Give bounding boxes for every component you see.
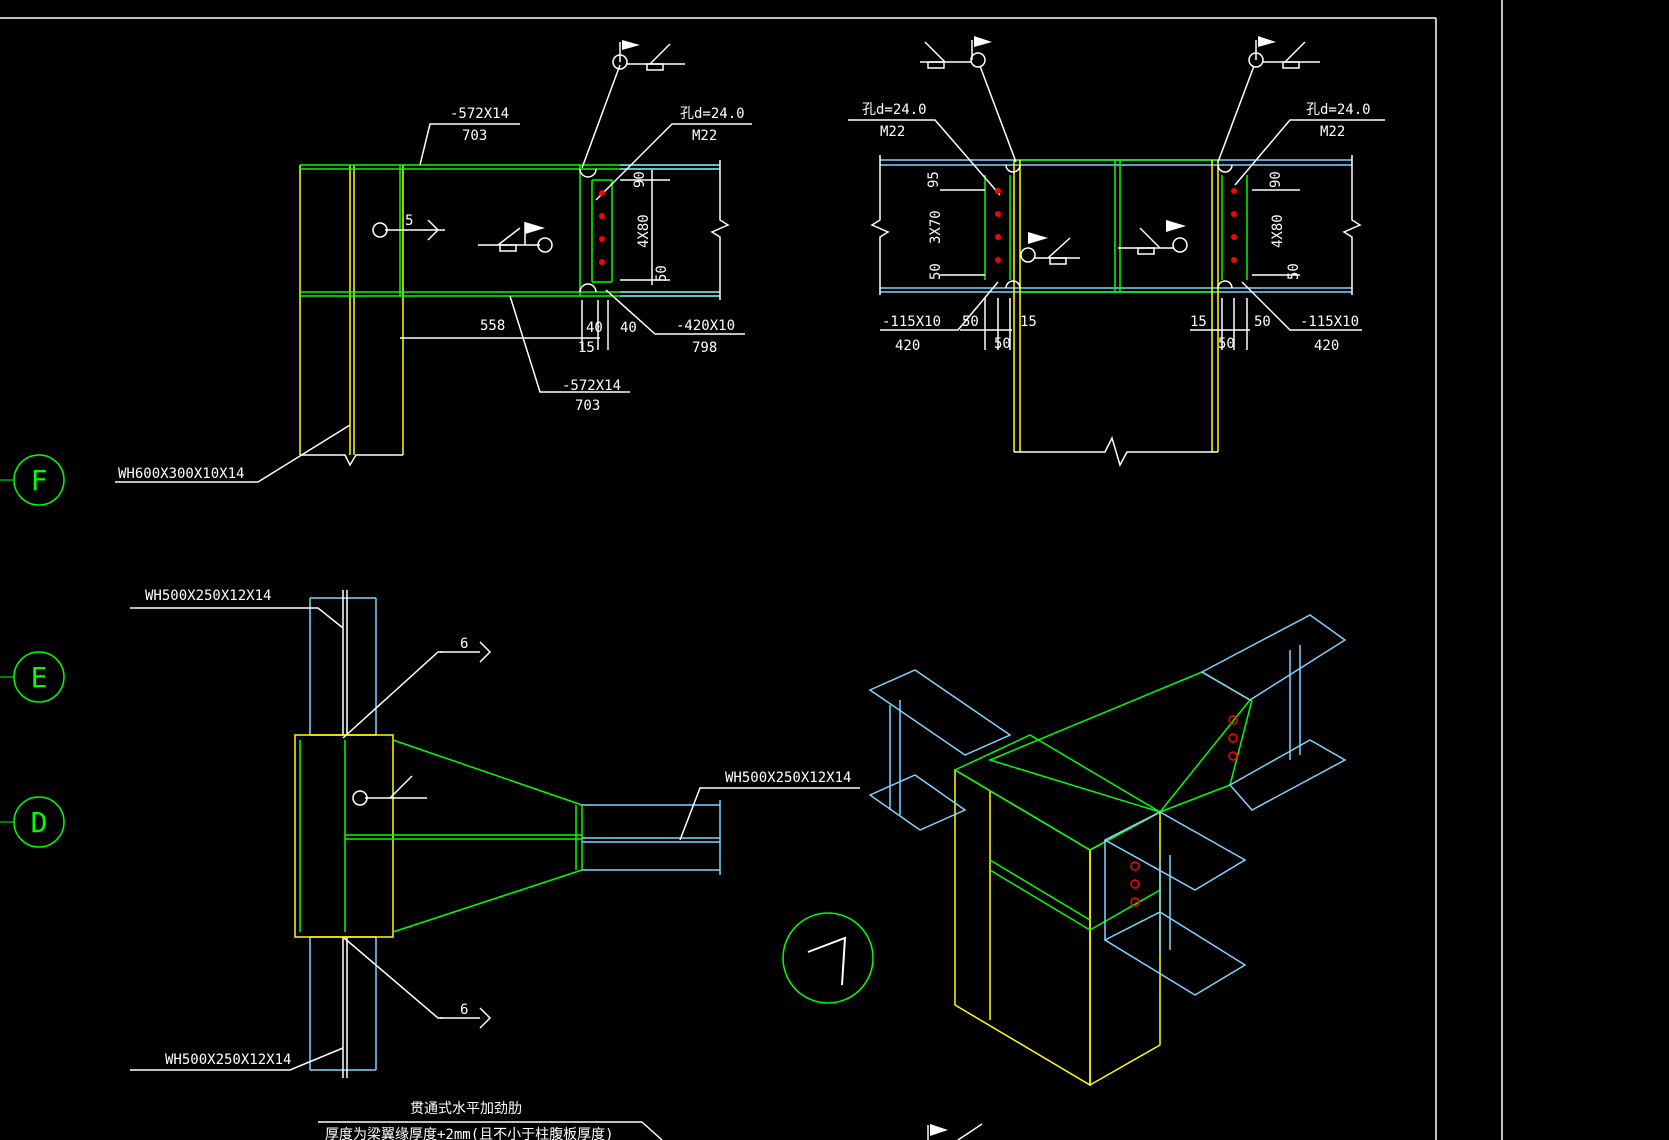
view1-bolts (599, 190, 605, 265)
view2-elevation (848, 36, 1385, 467)
bottom-weld-flag (927, 1123, 983, 1140)
axis-bubble-f: F (0, 454, 65, 506)
view4-bolts (1130, 715, 1238, 907)
svg-text:15: 15 (578, 340, 595, 356)
svg-text:WH500X250X12X14: WH500X250X12X14 (145, 588, 271, 604)
svg-text:WH500X250X12X14: WH500X250X12X14 (725, 770, 851, 786)
svg-text:D: D (31, 806, 48, 839)
svg-text:4X80: 4X80 (1270, 214, 1286, 248)
view2-bolts (995, 188, 1237, 263)
svg-text:7: 7 (0, 0, 1, 1)
svg-text:孔d=24.0: 孔d=24.0 (1306, 102, 1371, 118)
svg-text:3X70: 3X70 (928, 210, 944, 244)
svg-text:798: 798 (692, 340, 717, 356)
svg-text:-572X14: -572X14 (450, 106, 509, 122)
svg-text:6: 6 (460, 636, 468, 652)
view3-labels: WH500X250X12X14 WH500X250X12X14 WH500X25… (145, 588, 851, 1068)
axis-bubble-e: E (0, 651, 65, 703)
svg-text:E: E (31, 661, 48, 694)
svg-text:703: 703 (575, 398, 600, 414)
svg-text:50: 50 (654, 265, 670, 282)
svg-text:558: 558 (480, 318, 505, 334)
axis-bubble-d: D (0, 796, 65, 848)
svg-text:50: 50 (1218, 336, 1235, 352)
svg-text:4X80: 4X80 (636, 214, 652, 248)
svg-text:WH500X250X12X14: WH500X250X12X14 (165, 1052, 291, 1068)
svg-text:M22: M22 (692, 128, 717, 144)
svg-text:M22: M22 (880, 124, 905, 140)
svg-text:贯通式水平加劲肋: 贯通式水平加劲肋 (410, 1101, 522, 1117)
drawing-frame (0, 0, 1503, 1140)
svg-text:40: 40 (586, 320, 603, 336)
svg-text:95: 95 (926, 171, 942, 188)
svg-text:M22: M22 (1320, 124, 1345, 140)
svg-text:50: 50 (994, 336, 1011, 352)
svg-text:孔d=24.0: 孔d=24.0 (680, 106, 745, 122)
view1-labels: -572X14 703 孔d=24.0 M22 5 558 40 40 15 -… (118, 106, 745, 482)
svg-text:15: 15 (1190, 314, 1207, 330)
svg-text:50: 50 (1254, 314, 1271, 330)
svg-text:厚度为梁翼缘厚度+2mm(且不小于柱腹板厚度): 厚度为梁翼缘厚度+2mm(且不小于柱腹板厚度) (325, 1126, 614, 1140)
svg-text:-115X10: -115X10 (882, 314, 941, 330)
notes: 贯通式水平加劲肋 厚度为梁翼缘厚度+2mm(且不小于柱腹板厚度) (318, 1101, 663, 1140)
svg-text:-115X10: -115X10 (1300, 314, 1359, 330)
section-bubble-7: 7 (0, 0, 874, 1004)
svg-text:50: 50 (962, 314, 979, 330)
svg-text:420: 420 (1314, 338, 1339, 354)
svg-text:15: 15 (1020, 314, 1037, 330)
svg-text:50: 50 (928, 263, 944, 280)
svg-text:WH600X300X10X14: WH600X300X10X14 (118, 466, 244, 482)
svg-text:6: 6 (460, 1002, 468, 1018)
view3-plan (130, 590, 860, 1078)
svg-text:F: F (31, 464, 48, 497)
svg-text:40: 40 (620, 320, 637, 336)
view1-elevation (115, 40, 752, 483)
svg-text:-420X10: -420X10 (676, 318, 735, 334)
svg-text:90: 90 (632, 171, 648, 188)
svg-text:50: 50 (1286, 263, 1302, 280)
svg-text:420: 420 (895, 338, 920, 354)
view2-labels: 孔d=24.0 M22 孔d=24.0 M22 95 3X70 50 90 4X… (862, 102, 1371, 354)
svg-text:90: 90 (1268, 171, 1284, 188)
svg-text:5: 5 (405, 213, 413, 229)
svg-text:703: 703 (462, 128, 487, 144)
svg-text:-572X14: -572X14 (562, 378, 621, 394)
svg-text:孔d=24.0: 孔d=24.0 (862, 102, 927, 118)
view4-isometric (868, 614, 1347, 1087)
